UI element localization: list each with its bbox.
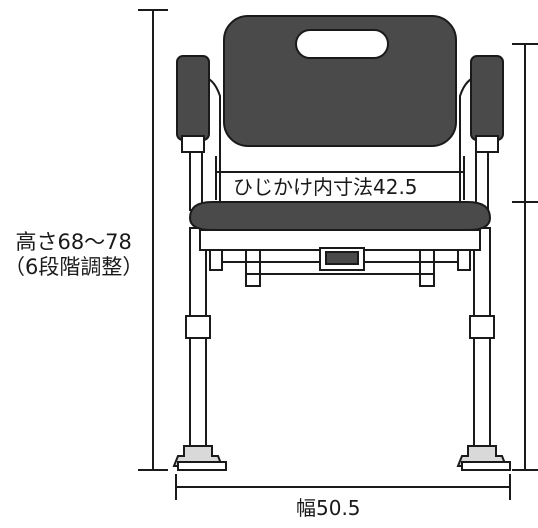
width-label: 幅50.5 (296, 496, 361, 520)
height-range-text: 高さ68～78 (15, 230, 132, 254)
seat-height-dimension-line (512, 43, 538, 471)
seat-frame (199, 229, 481, 287)
height-dimension-line (138, 9, 168, 471)
width-dimension-line (175, 474, 511, 500)
seat (188, 201, 492, 231)
height-dimension-label: 高さ68～78 （6段階調整） (4, 230, 143, 280)
height-adjust-note: （6段階調整） (4, 255, 144, 279)
inner-width-dimension-line (215, 156, 465, 200)
backrest (223, 15, 457, 147)
inner-armrest-width-label: ひじかけ内寸法42.5 (231, 175, 420, 200)
armrests (176, 55, 504, 153)
